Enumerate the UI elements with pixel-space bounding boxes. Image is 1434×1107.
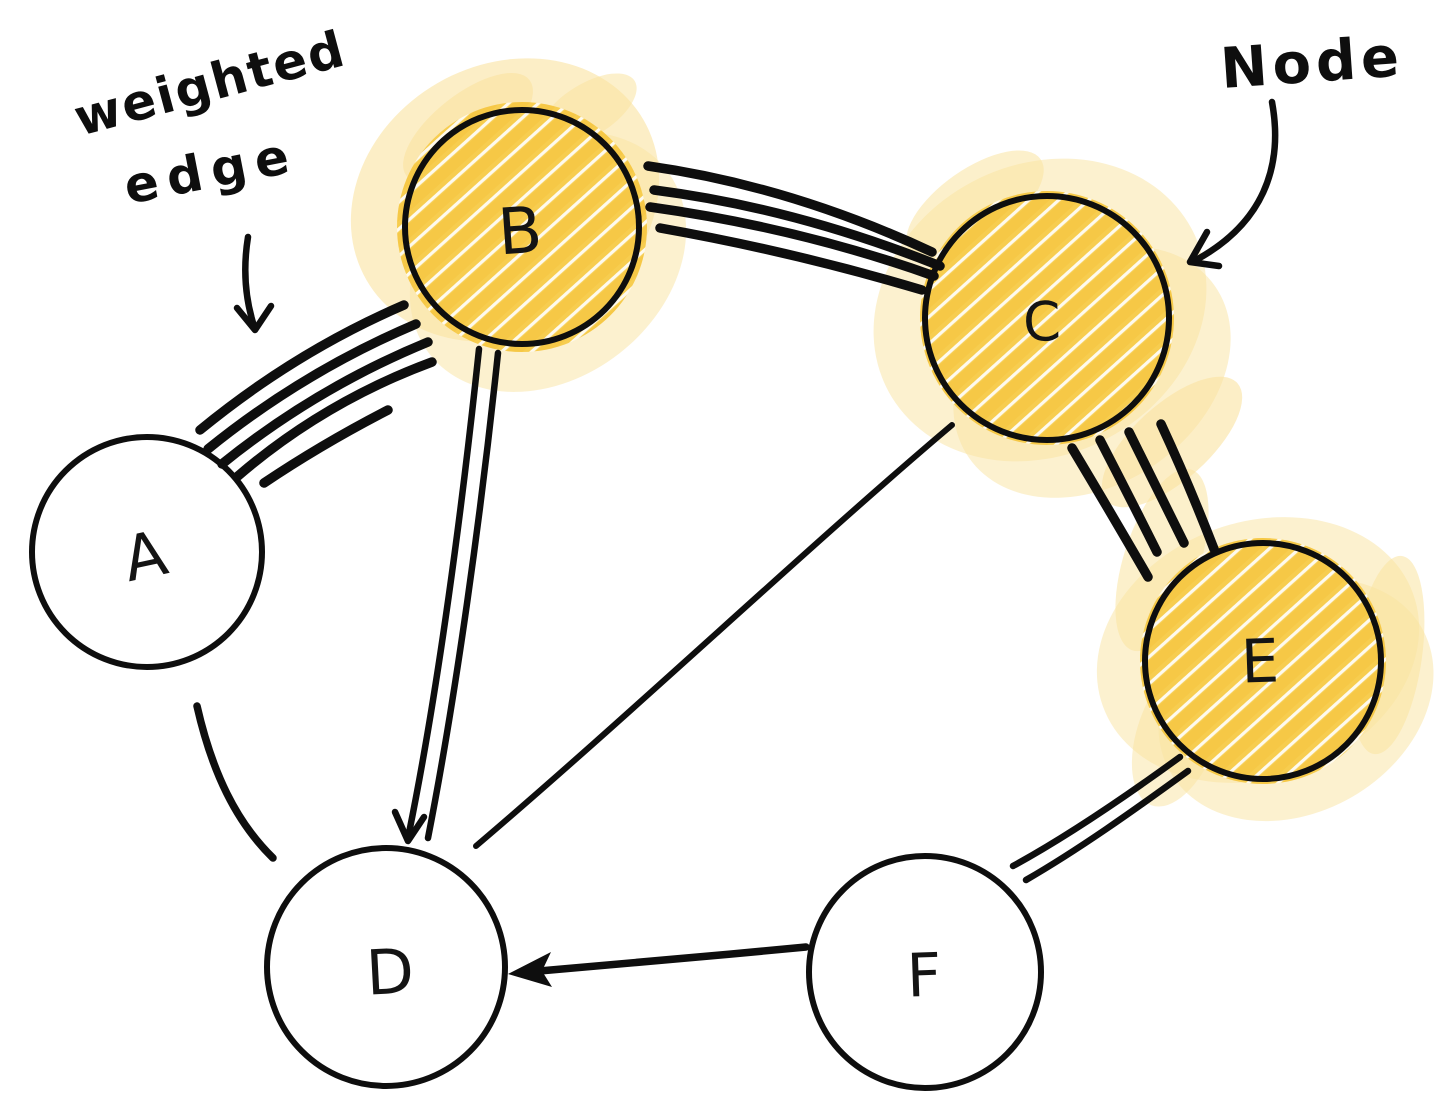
node-c-label: C [1022,290,1062,354]
node-f-label: F [906,940,943,1011]
annotation-weighted-edge: weighted edge [68,20,352,334]
edge-stroke [424,349,502,842]
annotation-weighted-edge-line2: edge [119,125,302,215]
highlight-node-e [1096,468,1434,822]
arrowhead [233,302,275,334]
edge-stroke [233,357,437,481]
edge-e-f [1009,753,1192,884]
edge-stroke [524,943,810,976]
edge-stroke [655,223,927,295]
edge-c-e-weighted [1067,419,1219,582]
edge-b-c-weighted [643,161,945,295]
node-a-circle [29,434,265,670]
node-f-circle [806,853,1044,1091]
edge-stroke [193,702,277,862]
edge-a-d [193,702,277,862]
node-e: E [1142,540,1384,782]
arrowhead-to-d [391,808,428,845]
node-d-label: D [364,934,416,1009]
node-c-circle [922,193,1172,443]
edge-stroke [217,337,433,469]
edge-stroke [643,161,937,257]
arrowhead-to-d [508,952,552,987]
edge-stroke [1009,753,1184,870]
node-f: F [806,853,1044,1091]
edge-stroke [1067,443,1153,582]
annotation-node-text: Node [1218,24,1405,102]
edge-stroke [203,319,421,454]
highlight-fill [920,191,1174,445]
node-e-circle [1142,540,1384,782]
highlight-blob [1115,468,1209,652]
node-b: B [402,107,642,347]
node-a: A [29,434,265,670]
annotation-arrow-node [1186,98,1279,270]
edge-stroke [1022,767,1192,884]
edge-stroke [645,202,939,281]
edge-stroke [405,345,483,837]
node-b-label: B [496,194,545,271]
edge-stroke [649,185,945,271]
annotation-arrow-weighted-edge [233,233,275,334]
edge-f-d [508,943,810,987]
arrow-shaft [1192,98,1279,264]
edge-stroke [473,422,955,849]
annotation-weighted-edge-line1: weighted [68,20,352,148]
edge-a-b-weighted [195,300,437,488]
node-b-circle [402,107,642,347]
node-d-circle [264,845,508,1089]
arrow-shaft [242,233,258,330]
node-c: C [922,193,1172,443]
node-e-label: E [1240,626,1280,697]
edge-stroke [1124,427,1189,548]
annotation-node: Node [1186,24,1406,270]
edge-stroke [1095,435,1162,557]
highlight-blob [906,150,1044,260]
arrowhead [1186,228,1223,270]
highlight-fill [397,102,647,352]
highlight-fill [1140,538,1386,784]
node-d: D [264,845,508,1089]
edge-c-d [473,422,955,849]
node-a-label: A [117,516,174,596]
edge-stroke [259,405,393,488]
edge-b-d [391,345,502,845]
edge-stroke [1156,419,1219,554]
edge-stroke [195,300,409,435]
